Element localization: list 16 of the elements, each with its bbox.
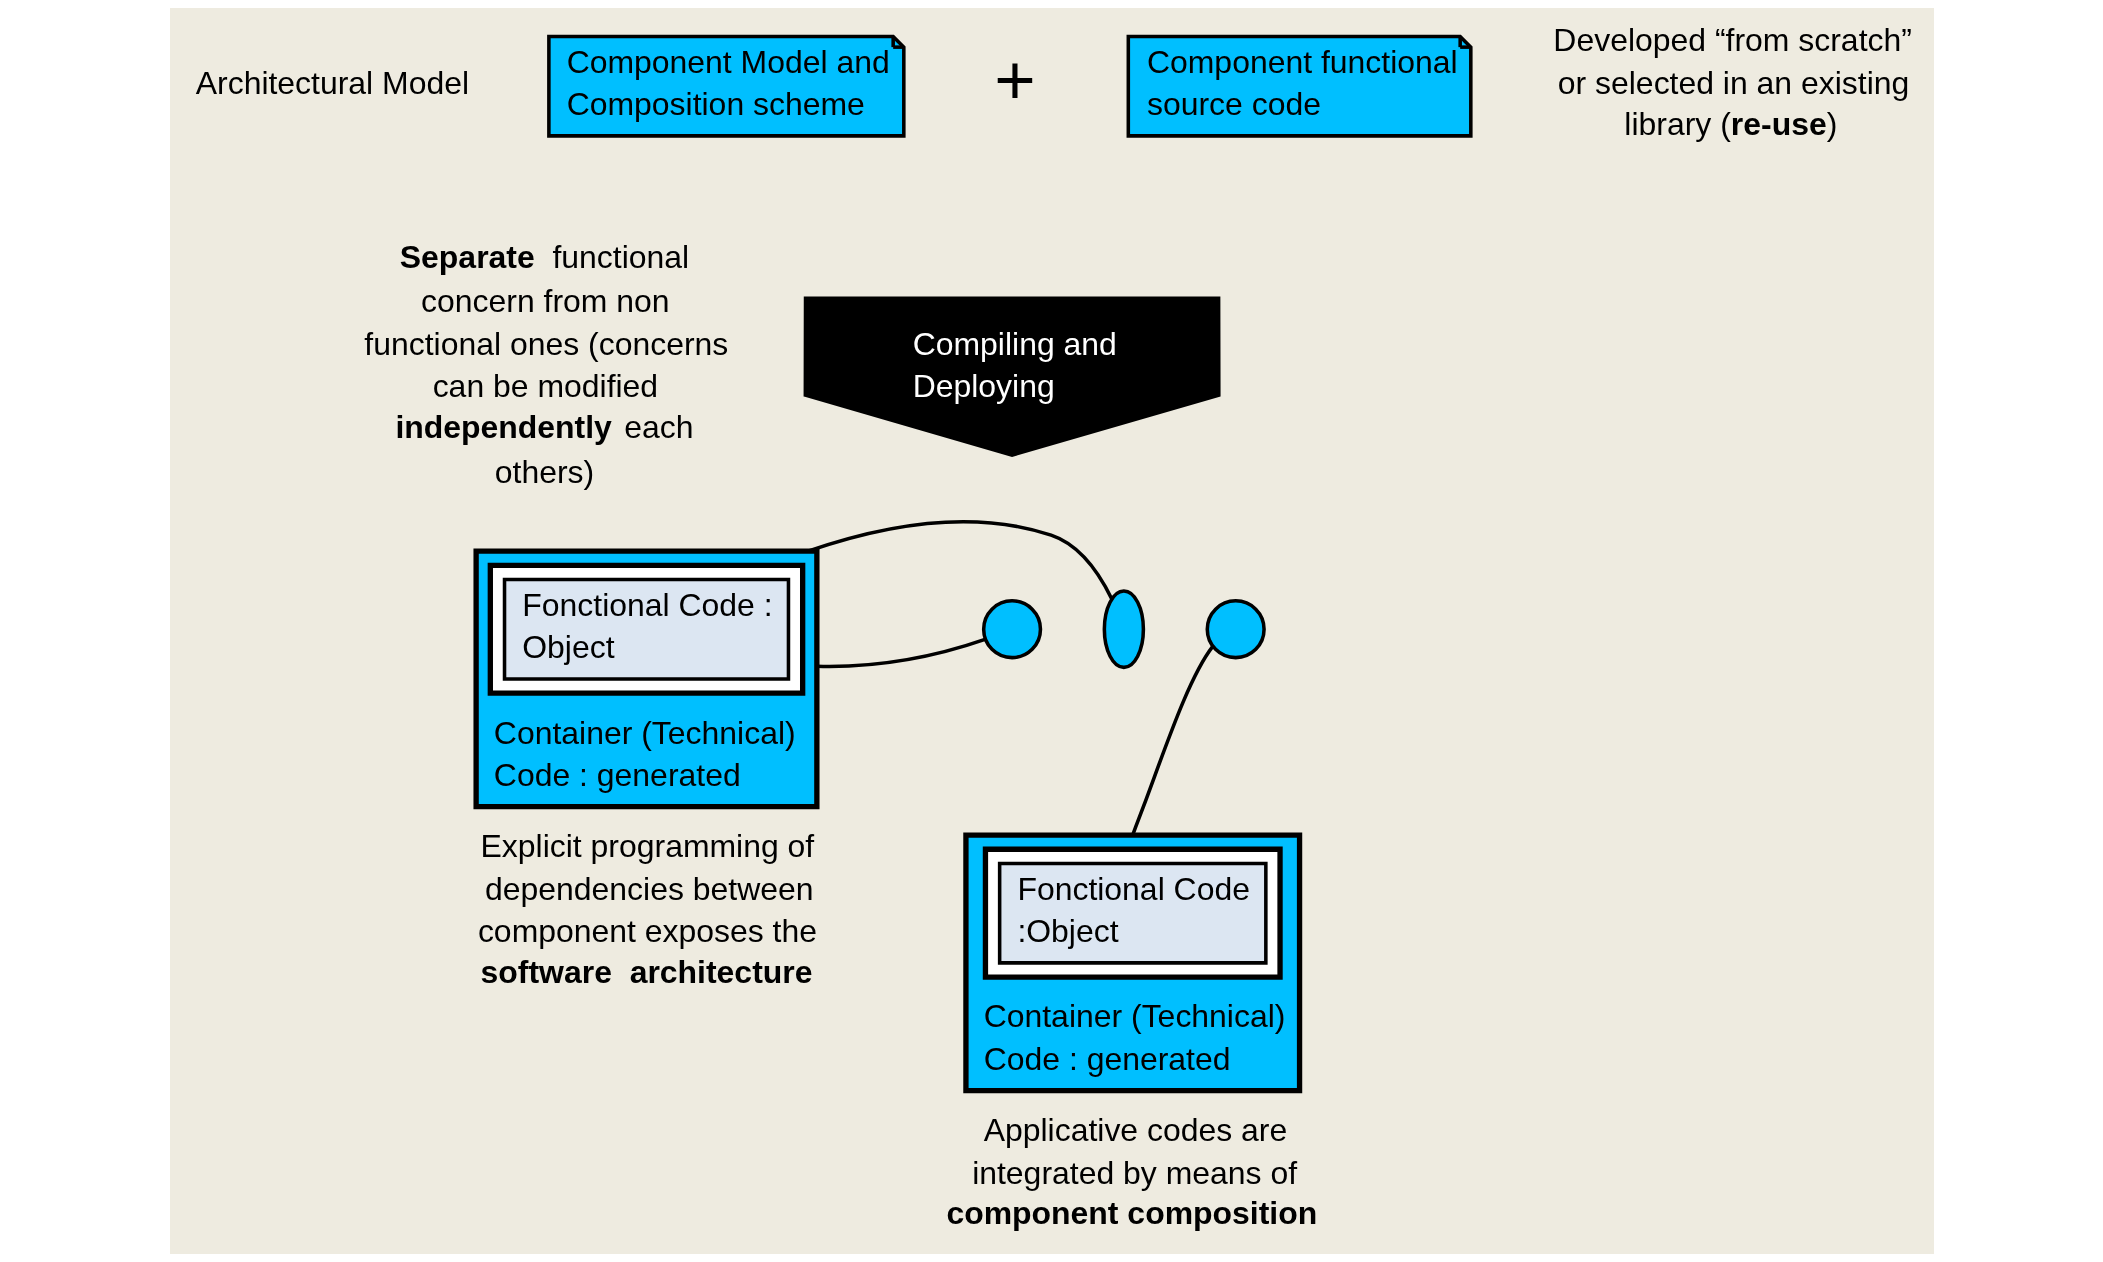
cluster xyxy=(487,562,805,696)
connector xyxy=(1130,645,1214,836)
cluster xyxy=(982,846,1283,980)
node-circle xyxy=(981,599,1042,660)
connector xyxy=(807,520,1113,600)
node-arc xyxy=(1102,589,1145,670)
label: Developed “from scratch” or selected in an existing library (re-use) xyxy=(1552,22,1912,142)
label: Architectural Model xyxy=(195,64,469,101)
label: + xyxy=(993,39,1036,119)
label: Separate functional concern from non functional ones (concerns can be modified independently each others) xyxy=(363,238,728,490)
node-box: Fonctional Code :Object xyxy=(997,861,1268,965)
node-box: Fonctional Code : Object xyxy=(502,577,790,681)
connector xyxy=(816,637,986,669)
label: Explicit programming of dependencies between component exposes the software architecture xyxy=(477,828,817,991)
label: Applicative codes are integrated by means of component composition xyxy=(945,1112,1317,1232)
node-circle xyxy=(1205,599,1266,660)
